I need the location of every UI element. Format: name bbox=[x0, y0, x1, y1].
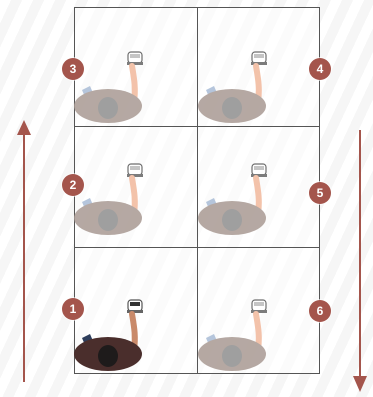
photographer-step-6 bbox=[192, 292, 282, 372]
camera-icon bbox=[127, 163, 143, 177]
arrow-down-icon bbox=[353, 130, 367, 392]
arrow-up-icon bbox=[17, 120, 31, 382]
photographer-step-4 bbox=[192, 44, 282, 124]
photographer-step-2 bbox=[68, 156, 158, 236]
step-badge-6: 6 bbox=[309, 300, 331, 322]
step-badge-4: 4 bbox=[309, 58, 331, 80]
capture-grid bbox=[74, 7, 320, 374]
step-badge-3: 3 bbox=[62, 58, 84, 80]
photographer-step-1 bbox=[68, 292, 158, 372]
photographer-step-5 bbox=[192, 156, 282, 236]
camera-icon bbox=[251, 163, 267, 177]
camera-icon bbox=[251, 51, 267, 65]
step-badge-2: 2 bbox=[62, 174, 84, 196]
grid-divider-row-1 bbox=[75, 126, 319, 127]
grid-divider-row-2 bbox=[75, 247, 319, 248]
step-badge-5: 5 bbox=[309, 182, 331, 204]
camera-icon bbox=[251, 299, 267, 313]
photographer-step-3 bbox=[68, 44, 158, 124]
camera-icon bbox=[127, 299, 143, 313]
camera-icon bbox=[127, 51, 143, 65]
step-badge-1: 1 bbox=[62, 298, 84, 320]
grid-divider-vertical bbox=[197, 8, 198, 373]
